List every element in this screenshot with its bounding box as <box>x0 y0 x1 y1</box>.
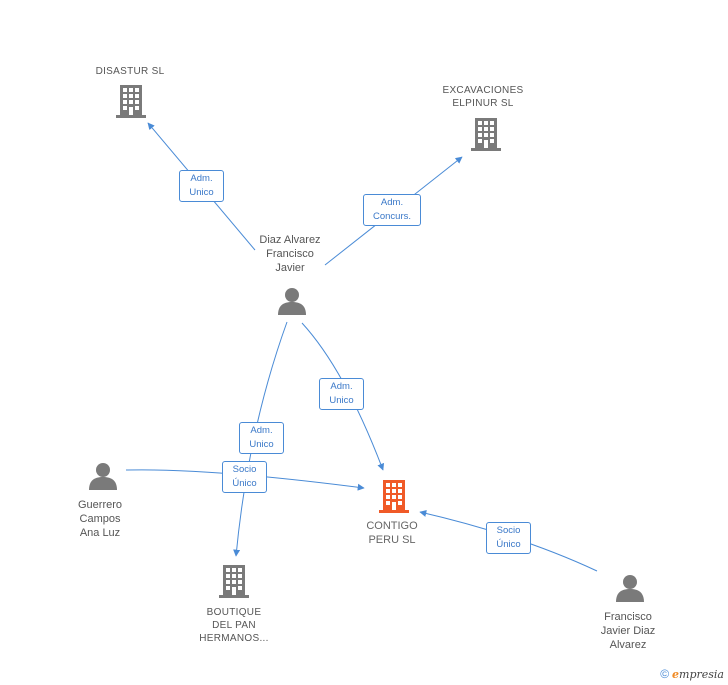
node-label-diaz[interactable]: Diaz Alvarez Francisco Javier <box>259 234 321 274</box>
edge-label-guerrero-contigo: Socio Único <box>222 461 267 493</box>
person-icon-guerrero[interactable] <box>89 463 117 490</box>
node-label-disastur[interactable]: DISASTUR SL <box>95 66 165 77</box>
node-label-excavaciones[interactable]: EXCAVACIONES ELPINUR SL <box>442 85 524 109</box>
edge-label-francisco-contigo: Socio Único <box>486 522 531 554</box>
building-icon-boutique[interactable] <box>219 565 249 598</box>
edge-label-diaz-disastur: Adm. Unico <box>179 170 224 202</box>
person-icon-francisco[interactable] <box>616 575 644 602</box>
edge-label-diaz-excavaciones: Adm. Concurs. <box>363 194 421 226</box>
person-icon-diaz[interactable] <box>278 288 306 315</box>
brand-logo: empresia <box>672 668 724 681</box>
building-icon-contigo[interactable] <box>379 480 409 513</box>
node-label-contigo[interactable]: CONTIGO PERU SL <box>366 520 418 546</box>
copyright-icon: © <box>660 667 670 681</box>
node-label-guerrero[interactable]: Guerrero Campos Ana Luz <box>77 499 123 539</box>
building-icon-excavaciones[interactable] <box>471 118 501 151</box>
node-label-boutique[interactable]: BOUTIQUE DEL PAN HERMANOS... <box>199 607 269 644</box>
edge-label-diaz-contigo: Adm. Unico <box>319 378 364 410</box>
footer-brand: © empresia <box>660 667 724 681</box>
brand-name: mpresia <box>679 667 724 681</box>
building-icon-disastur[interactable] <box>116 85 146 118</box>
node-label-francisco[interactable]: Francisco Javier Diaz Alvarez <box>600 611 656 651</box>
brand-initial: e <box>672 667 680 681</box>
edge-label-diaz-boutique: Adm. Unico <box>239 422 284 454</box>
